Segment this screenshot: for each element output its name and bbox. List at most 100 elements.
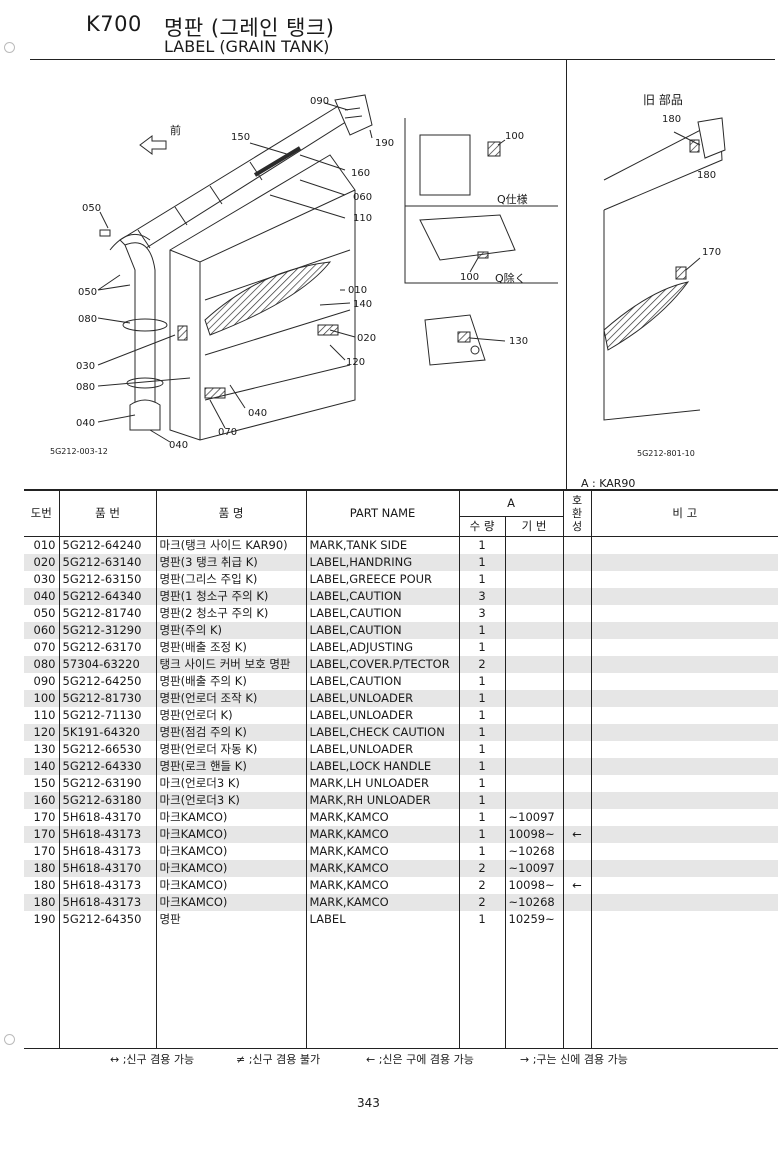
callout-100-qexcl: 100 xyxy=(460,272,480,283)
row-name-korean: 마크KAMCO) xyxy=(155,894,306,911)
row-qty: 1 xyxy=(458,571,505,588)
row-part-number: 5K191-64320 xyxy=(58,724,156,741)
row-qty: 1 xyxy=(458,775,505,792)
row-interchange xyxy=(562,571,591,588)
row-interchange xyxy=(562,554,591,571)
q-exclude-caption: Q除く xyxy=(495,272,526,285)
row-name-korean: 탱크 사이드 커버 보호 명판 xyxy=(155,656,306,673)
row-serial xyxy=(504,588,563,605)
row-name-korean: 마크KAMCO) xyxy=(155,877,306,894)
row-remarks xyxy=(590,877,778,894)
row-name-korean: 마크KAMCO) xyxy=(155,826,306,843)
note-a: A : KAR90 xyxy=(581,477,636,490)
row-interchange xyxy=(562,673,591,690)
col-header-remarks: 비 고 xyxy=(590,490,778,537)
row-remarks xyxy=(590,622,778,639)
row-no: 010 xyxy=(33,538,56,552)
col-header-serial: 기 번 xyxy=(504,516,563,537)
row-part-number: 57304-63220 xyxy=(58,656,156,673)
row-part-name: MARK,KAMCO xyxy=(305,860,459,877)
table-top-rule xyxy=(24,489,778,490)
row-no: 130 xyxy=(33,742,56,756)
legend-not-compatible: ≠ ;신구 겸용 불가 xyxy=(236,1053,321,1066)
col-header-part-no: 품 번 xyxy=(58,490,156,537)
punch-hole xyxy=(4,1034,15,1045)
row-remarks xyxy=(590,894,778,911)
callout-120: 120 xyxy=(346,357,366,368)
row-interchange xyxy=(562,792,591,809)
row-name-korean: 명판(배출 조정 K) xyxy=(155,639,306,656)
model-code: K700 xyxy=(86,12,142,36)
row-qty: 1 xyxy=(458,843,505,860)
row-part-number: 5H618-43173 xyxy=(58,877,156,894)
row-qty: 1 xyxy=(458,554,505,571)
row-no: 150 xyxy=(33,776,56,790)
row-name-korean: 마크KAMCO) xyxy=(155,843,306,860)
row-interchange xyxy=(562,724,591,741)
callout-040-bottom: 040 xyxy=(169,440,189,451)
row-serial xyxy=(504,554,563,571)
row-no: 170 xyxy=(24,826,59,843)
callout-090: 090 xyxy=(310,96,330,107)
row-qty: 2 xyxy=(458,860,505,877)
col-line-6 xyxy=(563,903,564,1048)
col-header-part-name: PART NAME xyxy=(305,490,459,537)
row-name-korean: 마크KAMCO) xyxy=(155,860,306,877)
row-remarks xyxy=(590,809,778,826)
row-qty: 2 xyxy=(458,894,505,911)
row-name-korean: 명판(2 청소구 주의 K) xyxy=(155,605,306,622)
row-serial: ~10268 xyxy=(504,894,563,911)
row-no: 030 xyxy=(33,572,56,586)
row-remarks xyxy=(590,554,778,571)
row-qty: 1 xyxy=(458,911,505,928)
row-name-korean: 명판(언로더 조작 K) xyxy=(155,690,306,707)
col-header-name-ko: 품 명 xyxy=(155,490,306,537)
row-part-name: LABEL,ADJUSTING xyxy=(305,639,459,656)
row-interchange xyxy=(562,843,591,860)
legend-compatible-both: ↔ ;신구 겸용 가능 xyxy=(110,1053,195,1066)
callout-180-top: 180 xyxy=(662,114,682,125)
row-part-number: 5G212-64350 xyxy=(58,911,156,928)
row-part-name: MARK,KAMCO xyxy=(305,894,459,911)
row-part-number: 5G212-64330 xyxy=(58,758,156,775)
col-header-qty: 수 량 xyxy=(458,516,505,537)
row-interchange xyxy=(562,860,591,877)
row-remarks xyxy=(590,690,778,707)
diagram-ref-old: 5G212-801-10 xyxy=(637,449,695,458)
row-part-name: LABEL,CHECK CAUTION xyxy=(305,724,459,741)
row-qty: 1 xyxy=(458,707,505,724)
row-serial xyxy=(504,741,563,758)
row-qty: 3 xyxy=(458,588,505,605)
diagram-separator xyxy=(566,60,567,490)
row-no: 140 xyxy=(24,758,59,775)
row-part-number: 5G212-81740 xyxy=(58,605,156,622)
row-part-number: 5H618-43173 xyxy=(58,843,156,860)
callout-040-right: 040 xyxy=(248,408,268,419)
row-part-name: LABEL,COVER.P/TECTOR xyxy=(305,656,459,673)
row-interchange xyxy=(562,775,591,792)
row-interchange xyxy=(562,639,591,656)
row-part-number: 5G212-64340 xyxy=(58,588,156,605)
row-no: 180 xyxy=(24,894,59,911)
col-line-3 xyxy=(306,903,307,1048)
row-qty: 1 xyxy=(458,758,505,775)
row-interchange xyxy=(562,707,591,724)
row-no: 080 xyxy=(24,656,59,673)
col-header-group-a: A xyxy=(458,490,563,517)
callout-140: 140 xyxy=(353,299,373,310)
row-part-name: LABEL,UNLOADER xyxy=(305,741,459,758)
front-direction-label: 前 xyxy=(170,124,181,137)
row-qty: 1 xyxy=(458,809,505,826)
row-interchange xyxy=(562,809,591,826)
row-part-name: LABEL,CAUTION xyxy=(305,588,459,605)
